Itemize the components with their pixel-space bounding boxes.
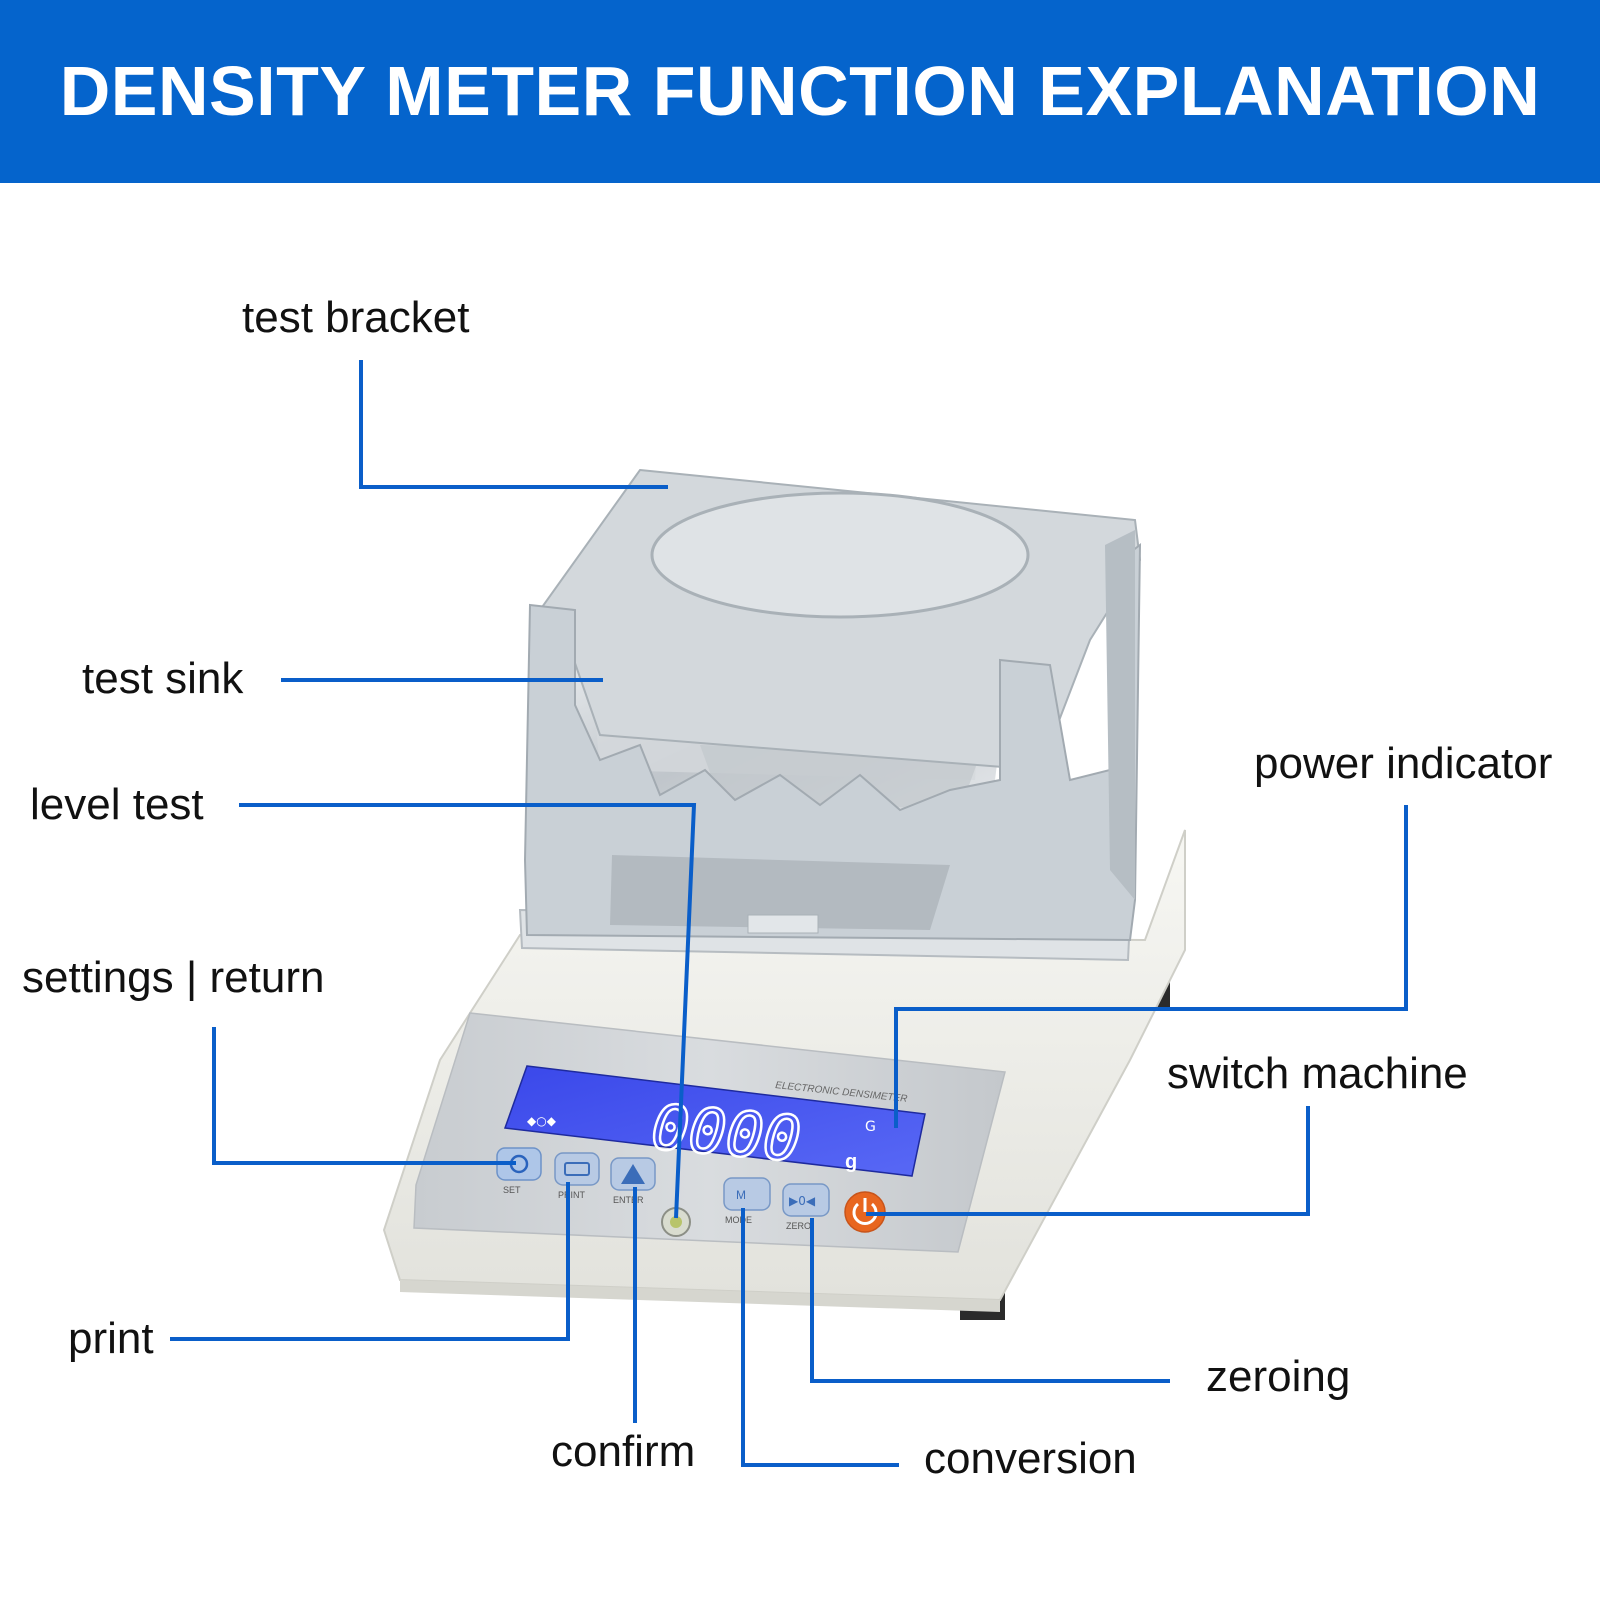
- svg-text:▶0◀: ▶0◀: [789, 1194, 816, 1208]
- level-test-leader: [239, 803, 697, 1219]
- panel-buttons: SET PRINT ENTER M MODE ▶0◀ ZERO: [496, 1147, 886, 1237]
- set-button-label: SET: [503, 1185, 521, 1195]
- label-confirm: confirm: [551, 1427, 696, 1476]
- svg-text:M: M: [736, 1188, 746, 1202]
- label-level-test: level test: [30, 780, 204, 829]
- label-switch-machine: switch machine: [1167, 1049, 1468, 1098]
- conversion-leader: [741, 1208, 899, 1467]
- mode-button-label: MODE: [725, 1215, 752, 1225]
- leader-lines: [170, 360, 1408, 1467]
- lcd-unit: g: [845, 1151, 857, 1173]
- lcd-reading: 0000: [649, 1090, 804, 1176]
- enter-button[interactable]: ENTER: [610, 1157, 656, 1205]
- page-title: DENSITY METER FUNCTION EXPLANATION: [59, 52, 1541, 130]
- settings-return-leader: [212, 1027, 516, 1165]
- level-bubble: [661, 1207, 691, 1237]
- stability-indicator: ◆○◆: [527, 1114, 557, 1128]
- print-button[interactable]: PRINT: [554, 1152, 600, 1200]
- test-bracket-leader: [359, 360, 668, 489]
- print-leader: [170, 1182, 570, 1341]
- zero-button[interactable]: ▶0◀ ZERO: [782, 1183, 830, 1231]
- label-conversion: conversion: [924, 1434, 1137, 1483]
- label-zeroing: zeroing: [1206, 1352, 1351, 1401]
- zeroing-leader: [810, 1218, 1170, 1383]
- enter-button-label: ENTER: [613, 1195, 644, 1205]
- power-indicator-leader: [894, 805, 1408, 1128]
- switch-machine-leader: [866, 1106, 1310, 1216]
- lcd-display: 0000 g ◆○◆ G: [503, 1065, 926, 1177]
- label-settings-return: settings | return: [22, 953, 325, 1002]
- label-test-bracket: test bracket: [242, 293, 470, 342]
- title-banner: DENSITY METER FUNCTION EXPLANATION: [0, 0, 1600, 183]
- label-test-sink: test sink: [82, 654, 244, 703]
- gc-indicator: G: [865, 1119, 876, 1135]
- label-power-indicator: power indicator: [1254, 739, 1553, 788]
- test-bracket: [523, 468, 1142, 942]
- mode-button[interactable]: M MODE: [723, 1177, 771, 1225]
- print-button-label: PRINT: [558, 1190, 586, 1200]
- label-print: print: [68, 1314, 154, 1363]
- zero-button-label: ZERO: [786, 1221, 811, 1231]
